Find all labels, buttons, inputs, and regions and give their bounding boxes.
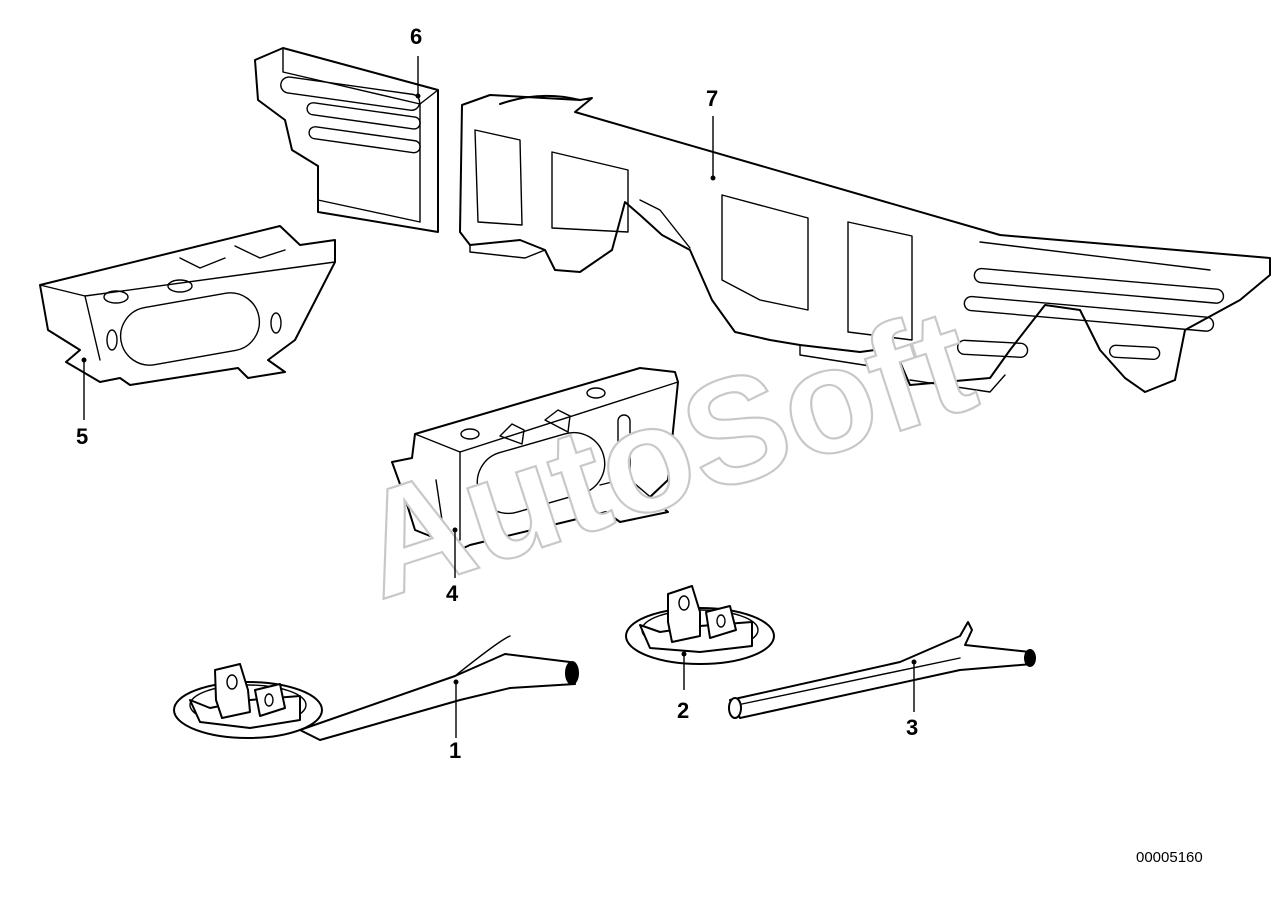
leader-lines [81,56,917,738]
callout-6: 6 [410,24,422,49]
part-5-bracket [39,225,336,386]
watermark-text: AutoSoft [338,275,992,630]
callout-5: 5 [76,424,88,449]
part-3-cable [728,621,1036,719]
callout-4: 4 [446,581,459,606]
part-2-grommet [625,585,775,665]
reference-number: 00005160 [1136,849,1203,866]
part-6-bracket [254,47,439,233]
callout-7: 7 [706,86,718,111]
part-7-cross-member [459,94,1271,393]
callout-2: 2 [677,698,689,723]
part-1-grommet-cable [173,635,579,741]
part-4-bracket [391,367,679,553]
callout-3: 3 [906,715,918,740]
callout-1: 1 [449,738,461,763]
